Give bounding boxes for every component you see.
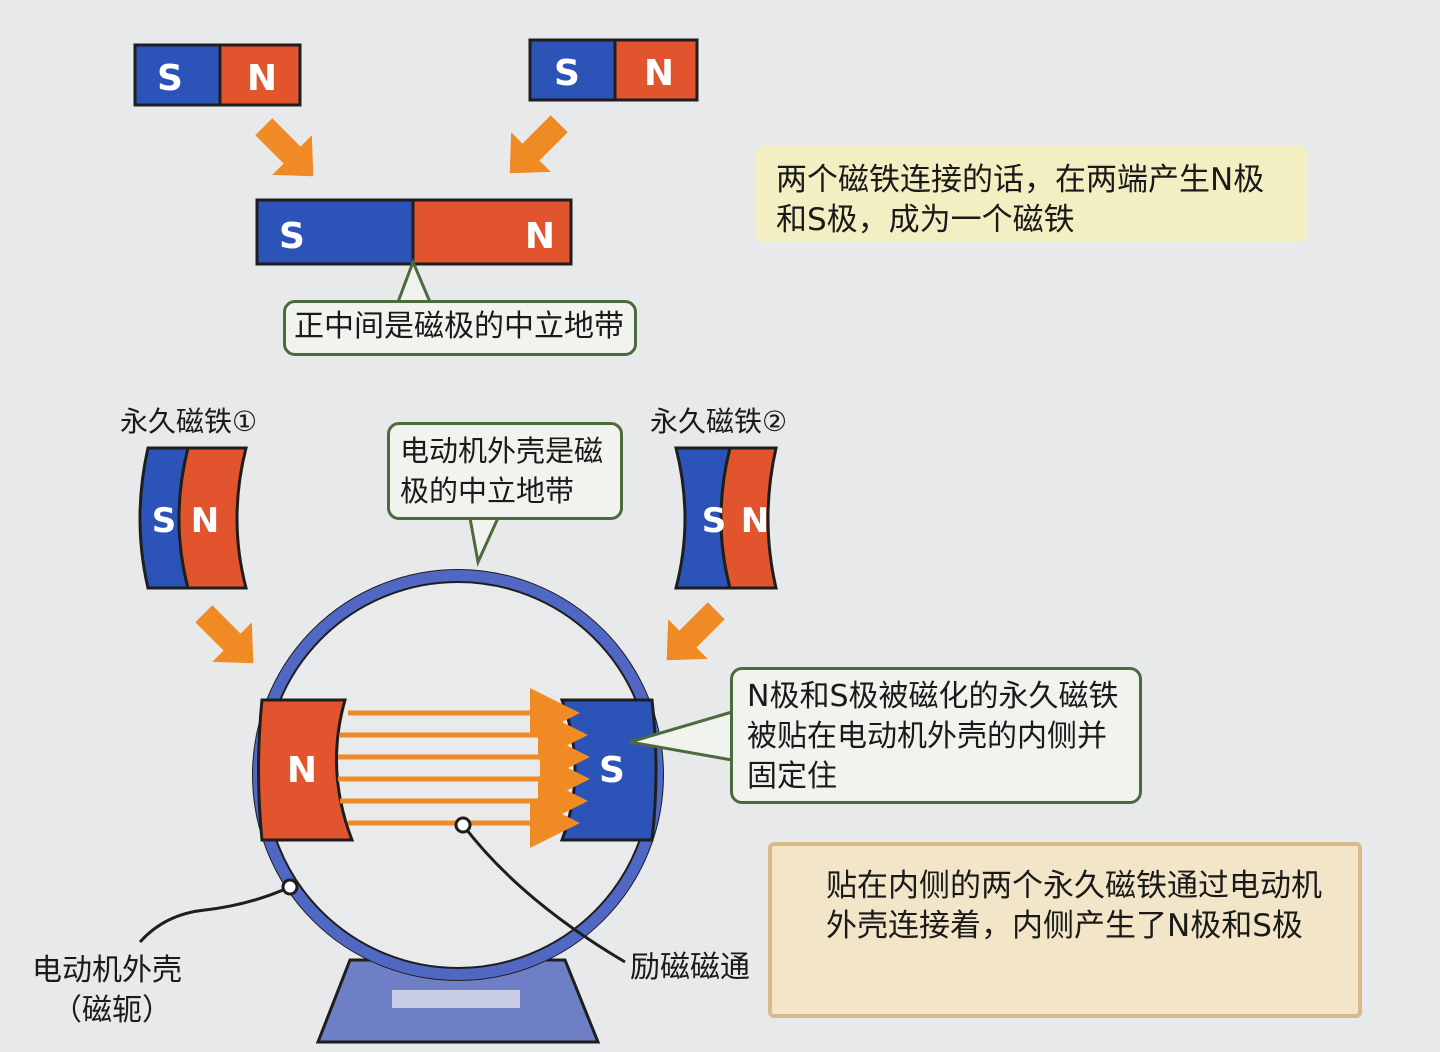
arrow-down-right-icon xyxy=(255,118,314,177)
pole-s-label: S xyxy=(157,58,183,99)
small-magnet-right: S N xyxy=(528,38,699,102)
callout-neutral-zone: 正中间是磁极的中立地带 xyxy=(283,300,637,356)
arrow-down-right-icon xyxy=(195,605,254,664)
pole-s-label: S xyxy=(279,216,305,257)
pole-n-label: N xyxy=(525,216,555,257)
pole-n-label: N xyxy=(644,53,674,94)
pole-s-label: S xyxy=(702,501,727,541)
label-magnet-1: 永久磁铁① xyxy=(120,405,258,438)
pole-n-label: N xyxy=(247,58,277,99)
label-yoke: （磁轭） xyxy=(52,993,172,1028)
arrow-down-left-icon xyxy=(509,115,568,174)
pointer-dot-icon xyxy=(454,816,472,834)
label-excitation-flux: 励磁磁通 xyxy=(630,950,750,985)
arc-magnet-2: S N xyxy=(674,446,778,590)
pole-n-label: N xyxy=(287,750,317,791)
callout-tail xyxy=(468,517,500,567)
pole-s-label: S xyxy=(152,501,177,541)
callout-housing-neutral: 电动机外壳是磁极的中立地带 xyxy=(387,422,623,520)
pole-s-label: S xyxy=(599,750,625,791)
flux-arrows xyxy=(338,688,590,848)
scroll-note: 贴在内侧的两个永久磁铁通过电动机外壳连接着，内侧产生了N极和S极 xyxy=(768,842,1362,1018)
label-magnet-2: 永久磁铁② xyxy=(650,405,788,438)
inner-magnet-n: N xyxy=(257,698,355,842)
callout-magnets-fixed: N极和S极被磁化的永久磁铁被贴在电动机外壳的内侧并固定住 xyxy=(730,667,1142,804)
label-motor-housing: 电动机外壳 xyxy=(32,953,182,988)
callout-tail xyxy=(396,257,432,303)
combined-magnet: S N xyxy=(255,198,573,266)
pole-n-label: N xyxy=(191,501,219,541)
small-magnet-left: S N xyxy=(133,43,302,107)
pole-s-label: S xyxy=(554,53,580,94)
pointer-dot-icon xyxy=(281,878,299,896)
inner-magnet-s: S xyxy=(559,698,658,842)
arrow-down-left-icon xyxy=(666,602,725,661)
callout-tail xyxy=(629,710,733,762)
pole-n-label: N xyxy=(741,501,769,541)
arc-magnet-1: S N xyxy=(138,446,248,590)
note-top: 两个磁铁连接的话，在两端产生N极和S极，成为一个磁铁 xyxy=(756,146,1308,242)
housing-leader-line xyxy=(138,885,291,943)
flux-leader-line xyxy=(461,824,626,964)
